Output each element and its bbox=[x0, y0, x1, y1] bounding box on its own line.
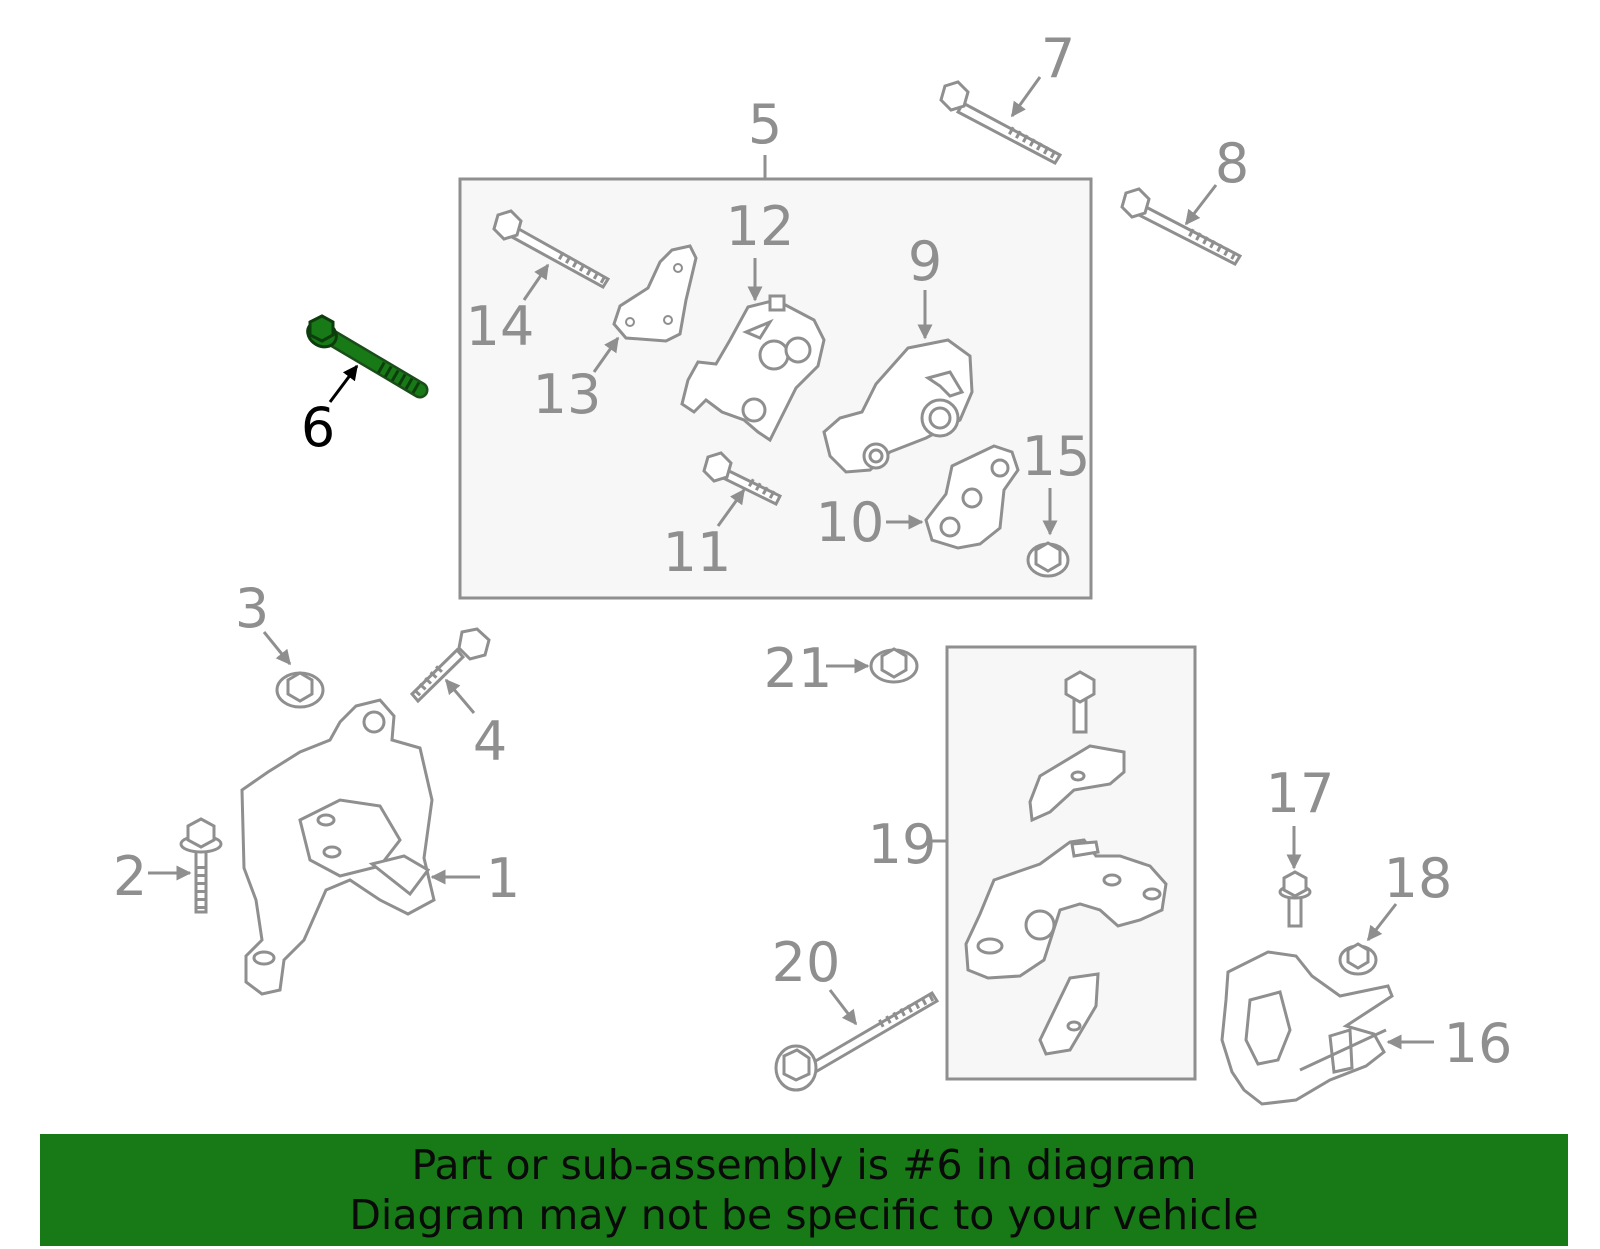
callout-9: 9 bbox=[908, 230, 942, 293]
bolt-part-6-highlighted[interactable] bbox=[303, 314, 429, 399]
callout-11: 11 bbox=[663, 521, 732, 584]
mount-part-9 bbox=[822, 338, 974, 474]
bolt-part-2 bbox=[179, 817, 223, 914]
callout-21: 21 bbox=[764, 637, 833, 700]
callout-15: 15 bbox=[1022, 425, 1091, 488]
bolt-part-8 bbox=[1120, 187, 1243, 266]
callout-16: 16 bbox=[1444, 1012, 1513, 1075]
callout-3: 3 bbox=[235, 577, 269, 640]
mount-part-12 bbox=[680, 294, 826, 443]
bolt-part-7 bbox=[939, 80, 1063, 165]
banner-line-1: Part or sub-assembly is #6 in diagram bbox=[411, 1141, 1197, 1189]
callout-4: 4 bbox=[473, 710, 507, 773]
mount-part-16 bbox=[1220, 950, 1394, 1106]
callout-13: 13 bbox=[533, 363, 602, 426]
callout-6: 6 bbox=[301, 396, 335, 459]
nut-part-21 bbox=[869, 647, 919, 684]
callout-5: 5 bbox=[748, 93, 782, 156]
callout-18: 18 bbox=[1384, 847, 1453, 910]
callout-19: 19 bbox=[868, 813, 937, 876]
callout-20: 20 bbox=[772, 931, 841, 994]
mount-part-1 bbox=[240, 698, 436, 996]
callout-2: 2 bbox=[113, 845, 147, 908]
bracket-part-10 bbox=[924, 444, 1020, 550]
leader-6 bbox=[328, 364, 359, 403]
banner-line-2: Diagram may not be specific to your vehi… bbox=[349, 1191, 1259, 1239]
callout-7: 7 bbox=[1041, 27, 1075, 90]
bracket-part-13 bbox=[612, 244, 698, 343]
nut-part-18 bbox=[1338, 942, 1378, 976]
callout-17: 17 bbox=[1266, 762, 1335, 825]
bolt-part-20 bbox=[774, 990, 940, 1092]
bolt-part-17 bbox=[1278, 870, 1312, 928]
mount-assembly-part-19 bbox=[964, 670, 1168, 1056]
part-info-banner: Part or sub-assembly is #6 in diagram Di… bbox=[40, 1134, 1568, 1246]
nut-part-3 bbox=[275, 671, 325, 709]
callout-8: 8 bbox=[1215, 132, 1249, 195]
callout-1: 1 bbox=[486, 847, 520, 910]
bolt-part-11 bbox=[702, 451, 783, 507]
callout-12: 12 bbox=[726, 195, 795, 258]
nut-part-15 bbox=[1026, 541, 1070, 578]
bolt-part-4 bbox=[409, 627, 491, 704]
callout-10: 10 bbox=[816, 491, 885, 554]
callout-14: 14 bbox=[466, 295, 535, 358]
bolt-part-14 bbox=[492, 209, 611, 289]
